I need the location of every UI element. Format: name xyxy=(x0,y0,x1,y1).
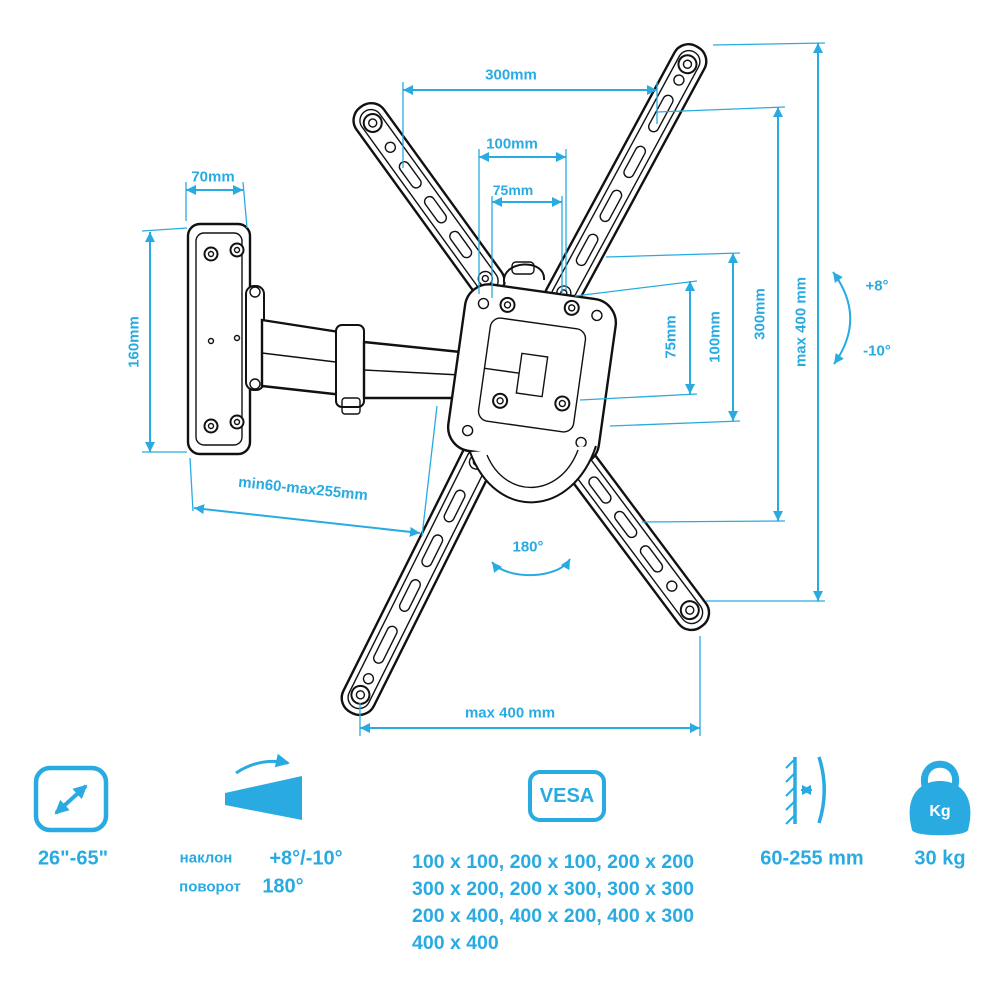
dim-label-top-75: 75mm xyxy=(492,182,534,198)
dimension-lines xyxy=(141,42,852,736)
tilt-value: +8°/-10° xyxy=(269,847,343,870)
weight-value: 30 kg xyxy=(914,847,966,870)
center-vesa-plate xyxy=(446,283,618,467)
vesa-size-line: 300 x 200, 200 x 300, 300 x 300 xyxy=(412,878,694,900)
articulated-arm xyxy=(245,285,482,415)
vesa-badge-text: VESA xyxy=(539,784,595,807)
dim-label-top-100: 100mm xyxy=(486,135,538,153)
screen-size-icon xyxy=(33,765,109,833)
dim-label-tilt-down: -10° xyxy=(863,342,891,360)
dim-label-plate-160: 160mm xyxy=(125,316,143,368)
weight-badge-text: Kg xyxy=(929,803,951,820)
dim-label-swivel: 180° xyxy=(512,538,544,556)
wall-distance-icon xyxy=(785,756,826,825)
swivel-label: поворот xyxy=(179,878,241,896)
dim-label-tilt-up: +8° xyxy=(865,277,889,295)
dim-label-depth-70: 70mm xyxy=(191,168,235,186)
vesa-size-line: 100 x 100, 200 x 100, 200 x 200 xyxy=(412,851,694,873)
mount-top-clip xyxy=(502,261,546,283)
screen-size-range: 26"-65" xyxy=(37,847,109,870)
vesa-arm-bottom-left xyxy=(340,440,497,717)
vesa-badge: VESA xyxy=(528,770,606,822)
dim-label-right-max-400: max 400 mm xyxy=(792,276,810,368)
wall-distance-value: 60-255 mm xyxy=(760,847,864,870)
vesa-size-line: 200 x 400, 400 x 200, 400 x 300 xyxy=(412,905,694,927)
vesa-size-list: 100 x 100, 200 x 100, 200 x 200 300 x 20… xyxy=(412,849,694,957)
tilt-label: наклон xyxy=(179,849,233,867)
swivel-arc-arrow xyxy=(491,558,571,577)
tilt-swivel-icon xyxy=(225,753,302,820)
dim-label-right-300: 300mm xyxy=(751,288,769,340)
wall-plate xyxy=(186,222,252,456)
dim-label-top-300: 300mm xyxy=(485,66,537,84)
tilt-arc-arrow xyxy=(832,271,852,365)
vesa-arm-top-left xyxy=(352,101,506,300)
dim-label-bottom-max-400: max 400 mm xyxy=(464,704,556,722)
weight-icon xyxy=(909,760,971,836)
dim-label-right-100: 100mm xyxy=(706,311,724,363)
vesa-arm-top-right xyxy=(543,43,708,315)
lower-curved-bracket xyxy=(469,445,597,504)
dim-label-right-75: 75mm xyxy=(662,315,680,359)
vesa-size-line: 400 x 400 xyxy=(412,932,499,954)
swivel-value: 180° xyxy=(262,875,304,898)
